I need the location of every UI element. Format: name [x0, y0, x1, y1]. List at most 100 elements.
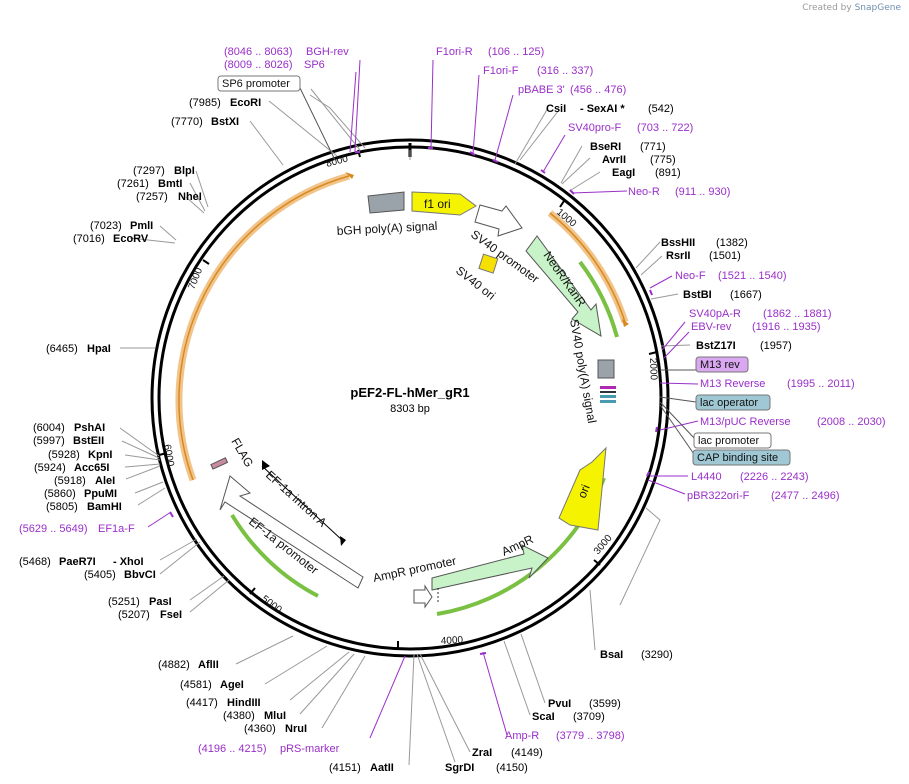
enzyme-bsteii-pos: (5997)	[33, 435, 65, 447]
primer-labels: (8046 .. 8063) BGH-rev (8009 .. 8026) SP…	[19, 46, 886, 755]
leader-lines	[119, 88, 691, 766]
enzyme-bseri-pos: (771)	[640, 141, 666, 153]
enzyme-kpni-name: KpnI	[88, 449, 112, 461]
feature-sv40-ori[interactable]: SV40 ori	[453, 253, 499, 303]
tick-label-3000: 3000	[592, 532, 615, 556]
primer-range-neof: (1521 .. 1540)	[718, 270, 787, 282]
primer-range-m13puc: (2008 .. 2030)	[817, 416, 886, 428]
enzyme-csii-name: CsiI	[546, 103, 566, 115]
enzyme-bsai-pos: (3290)	[641, 649, 673, 661]
enzyme-nhei-name: NheI	[178, 191, 202, 203]
primer-range-sp6: (8009 .. 8026)	[224, 59, 293, 71]
primer-name-prs: pRS-marker	[280, 743, 340, 755]
enzyme-csii-pos: (542)	[648, 103, 674, 115]
enzyme-paer7i-extra: - XhoI	[113, 556, 144, 568]
primer-name-bghrev: BGH-rev	[306, 46, 349, 58]
enzyme-bbvci-name: BbvCI	[124, 569, 156, 581]
enzyme-bamhi-name: BamHI	[87, 501, 122, 513]
tick-label-7000: 7000	[187, 266, 206, 291]
feature-leaders	[299, 87, 697, 458]
enzyme-pshai-pos: (6004)	[33, 422, 65, 434]
enzyme-mlui-pos: (4380)	[223, 710, 255, 722]
enzyme-hpai-pos: (6465)	[46, 343, 78, 355]
enzyme-scai-pos: (3709)	[573, 711, 605, 723]
enzyme-fsei-pos: (5207)	[118, 609, 150, 621]
enzyme-bstz17i-pos: (1957)	[760, 340, 792, 352]
enzyme-ecorv-name: EcoRV	[113, 233, 149, 245]
enzyme-pasi-name: PasI	[149, 596, 172, 608]
enzyme-bseri-name: BseRI	[590, 141, 621, 153]
enzyme-labels-right: CsiI - SexAI * (542) BseRI (771) AvrII (…	[445, 103, 792, 774]
boxlabel-lac-operator[interactable]: lac operator	[695, 394, 771, 411]
enzyme-bsshii-name: BssHII	[661, 237, 695, 249]
boxlabel-sp6-promoter-text: SP6 promoter	[222, 78, 290, 90]
enzyme-ppumi-pos: (5860)	[44, 488, 76, 500]
enzyme-eagi-name: EagI	[612, 167, 635, 179]
enzyme-nhei-pos: (7257)	[136, 191, 168, 203]
tick-label-8000: 8000	[325, 153, 350, 169]
enzyme-hpai-name: HpaI	[87, 343, 111, 355]
enzyme-eagi-pos: (891)	[655, 167, 681, 179]
enzyme-afiii-name: AflII	[198, 659, 219, 671]
enzyme-acc65i-pos: (5924)	[34, 462, 66, 474]
enzyme-blpi-pos: (7297)	[133, 165, 165, 177]
enzyme-hindiii-pos: (4417)	[186, 697, 218, 709]
enzyme-fsei-name: FseI	[160, 609, 182, 621]
enzyme-pmli-pos: (7023)	[90, 220, 122, 232]
snapgene-logo: SnapGene	[854, 3, 901, 13]
primer-name-neof: Neo-F	[675, 270, 706, 282]
enzyme-pvui-pos: (3599)	[589, 698, 621, 710]
orf-arcs	[175, 172, 629, 482]
boxlabel-m13-rev[interactable]: M13 rev	[695, 356, 749, 373]
primer-range-bghrev: (8046 .. 8063)	[224, 46, 293, 58]
enzyme-bmti-name: BmtI	[158, 178, 182, 190]
lac-cluster	[600, 386, 616, 403]
enzyme-bstbi-name: BstBI	[683, 289, 712, 301]
enzyme-blpi-name: BlpI	[174, 165, 195, 177]
enzyme-aatii-name: AatII	[370, 762, 394, 774]
feature-f1-ori[interactable]: f1 ori	[411, 191, 477, 216]
enzyme-avrii-name: AvrII	[602, 154, 626, 166]
enzyme-nrui-pos: (4360)	[244, 723, 276, 735]
enzyme-paer7i-pos: (5468)	[19, 556, 51, 568]
feature-label-neor: NeoR/KanR	[541, 249, 589, 310]
enzyme-bsteii-name: BstEII	[73, 435, 104, 447]
feature-label-ori: ori	[575, 483, 593, 501]
primer-name-ebvrev: EBV-rev	[691, 321, 732, 333]
enzyme-nrui-name: NruI	[285, 723, 307, 735]
enzyme-bstbi-pos: (1667)	[730, 289, 762, 301]
primer-name-m13puc: M13/pUC Reverse	[700, 416, 790, 428]
enzyme-zrai-pos: (4149)	[511, 747, 543, 759]
enzyme-bstz17i-name: BstZ17I	[696, 340, 736, 352]
boxlabel-lac-promoter-text: lac promoter	[698, 435, 759, 447]
enzyme-mlui-name: MluI	[264, 710, 286, 722]
boxlabel-cap-binding-site[interactable]: CAP binding site	[692, 449, 791, 466]
enzyme-aatii-pos: (4151)	[329, 762, 361, 774]
enzyme-bbvci-pos: (5405)	[84, 569, 116, 581]
feature-flag[interactable]: FLAG	[210, 436, 256, 470]
enzyme-paer7i-name: PaeR7I	[59, 556, 96, 568]
primer-name-sv40prof: SV40pro-F	[568, 122, 621, 134]
boxlabel-sp6-promoter[interactable]: SP6 promoter	[217, 75, 301, 92]
primer-range-prs: (4196 .. 4215)	[198, 743, 267, 755]
enzyme-alei-pos: (5918)	[54, 475, 86, 487]
enzyme-kpni-pos: (5928)	[48, 449, 80, 461]
feature-sv40-polya[interactable]: SV40 poly(A) signal	[567, 318, 615, 424]
enzyme-afiii-pos: (4882)	[158, 659, 190, 671]
enzyme-hindiii-name: HindIII	[227, 697, 261, 709]
feature-ori[interactable]: ori	[558, 446, 607, 531]
feature-label-sv40-polya: SV40 poly(A) signal	[567, 318, 599, 424]
credit-prefix: Created by	[802, 3, 852, 13]
boxlabel-lac-promoter[interactable]: lac promoter	[693, 432, 772, 449]
enzyme-rsrii-pos: (1501)	[709, 250, 741, 262]
primer-name-f1orif: F1ori-F	[483, 65, 519, 77]
enzyme-pmli-name: PmlI	[130, 220, 153, 232]
primer-range-f1orif: (316 .. 337)	[537, 65, 593, 77]
primer-range-pbr322: (2477 .. 2496)	[771, 490, 840, 502]
enzyme-ppumi-name: PpuMI	[84, 488, 117, 500]
feature-bgh[interactable]: bGH poly(A) signal	[336, 191, 438, 238]
primer-name-pbabe3: pBABE 3'	[518, 84, 565, 96]
enzyme-bsshii-pos: (1382)	[716, 237, 748, 249]
plasmid-name: pEF2-FL-hMer_gR1	[350, 385, 469, 400]
boxlabel-m13-rev-text: M13 rev	[700, 359, 740, 371]
